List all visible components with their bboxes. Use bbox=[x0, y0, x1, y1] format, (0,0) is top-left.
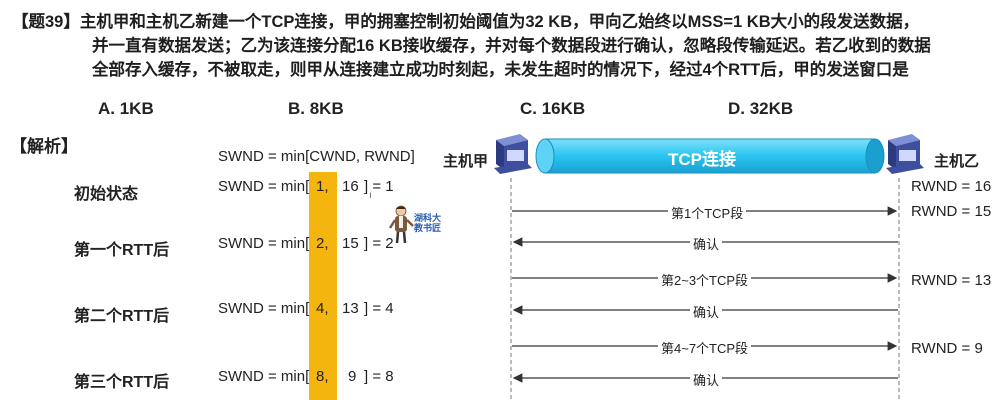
option-b: B. 8KB bbox=[288, 99, 344, 118]
formula-cwnd: 8, bbox=[316, 368, 329, 385]
rwnd-after-seg2: RWND = 13 bbox=[911, 272, 992, 289]
state-label-rtt2: 第二个RTT后 bbox=[74, 308, 170, 325]
question-number: 【题39】 bbox=[12, 13, 80, 31]
msg-seg2: 第2~3个TCP段 bbox=[658, 270, 752, 289]
question-text: 【题39】主机甲和主机乙新建一个TCP连接，甲的拥塞控制初始阈值为32 KB，甲… bbox=[12, 10, 1002, 82]
teacher-cartoon-icon bbox=[388, 205, 414, 244]
rwnd-initial: RWND = 16 bbox=[911, 178, 992, 195]
tcp-connection-label: TCP连接 bbox=[668, 150, 736, 169]
formula-rwnd: 9 bbox=[348, 368, 357, 385]
formula-prefix: SWND = min[ bbox=[218, 235, 310, 252]
question-line-3: 全部存入缓存，不被取走，则甲从连接建立成功时刻起，未发生超时的情况下，经过4个R… bbox=[92, 61, 909, 79]
formula-cwnd: 2, bbox=[316, 235, 329, 252]
receiver-computer-icon bbox=[886, 134, 924, 174]
analysis-label: 【解析】 bbox=[10, 137, 78, 156]
cwnd-highlight-bar bbox=[309, 172, 337, 400]
state-label-rtt3: 第三个RTT后 bbox=[74, 374, 170, 391]
sender-computer-icon bbox=[494, 134, 532, 174]
formula-header: SWND = min[CWND, RWND] bbox=[218, 148, 415, 165]
option-c: C. 16KB bbox=[520, 99, 586, 118]
formula-suffix: ] = 8 bbox=[364, 368, 394, 385]
tcp-connection-tube bbox=[535, 138, 885, 174]
question-line-1: 【题39】主机甲和主机乙新建一个TCP连接，甲的拥塞控制初始阈值为32 KB，甲… bbox=[12, 13, 920, 31]
formula-rwnd: 15 bbox=[342, 235, 359, 252]
cursor-mark: ı bbox=[369, 190, 372, 201]
state-label-rtt1: 第一个RTT后 bbox=[74, 242, 170, 259]
msg-ack3: 确认 bbox=[690, 370, 723, 389]
formula-suffix: ] = 4 bbox=[364, 300, 394, 317]
msg-seg1: 第1个TCP段 bbox=[668, 203, 747, 222]
formula-suffix: ] = 2 bbox=[364, 235, 394, 252]
rwnd-after-seg3: RWND = 9 bbox=[911, 340, 983, 357]
formula-prefix: SWND = min[ bbox=[218, 300, 310, 317]
rwnd-after-seg1: RWND = 15 bbox=[911, 203, 992, 220]
option-d: D. 32KB bbox=[728, 99, 794, 118]
msg-ack1: 确认 bbox=[690, 234, 723, 253]
host-receiver-label: 主机乙 bbox=[934, 153, 980, 170]
msg-seg3: 第4~7个TCP段 bbox=[658, 338, 752, 357]
host-sender-label: 主机甲 bbox=[443, 153, 489, 170]
option-a: A. 1KB bbox=[98, 99, 154, 118]
teacher-tag: 湖科大 教书匠 bbox=[414, 213, 442, 233]
formula-prefix: SWND = min[ bbox=[218, 178, 310, 195]
formula-rwnd: 16 bbox=[342, 178, 359, 195]
question-line-2: 并一直有数据发送；乙为该连接分配16 KB接收缓存，并对每个数据段进行确认，忽略… bbox=[92, 37, 931, 55]
formula-cwnd: 1, bbox=[316, 178, 329, 195]
formula-suffix: ] = 1 bbox=[364, 178, 394, 195]
formula-cwnd: 4, bbox=[316, 300, 329, 317]
formula-rwnd: 13 bbox=[342, 300, 359, 317]
msg-ack2: 确认 bbox=[690, 302, 723, 321]
state-label-initial: 初始状态 bbox=[74, 186, 139, 203]
formula-prefix: SWND = min[ bbox=[218, 368, 310, 385]
